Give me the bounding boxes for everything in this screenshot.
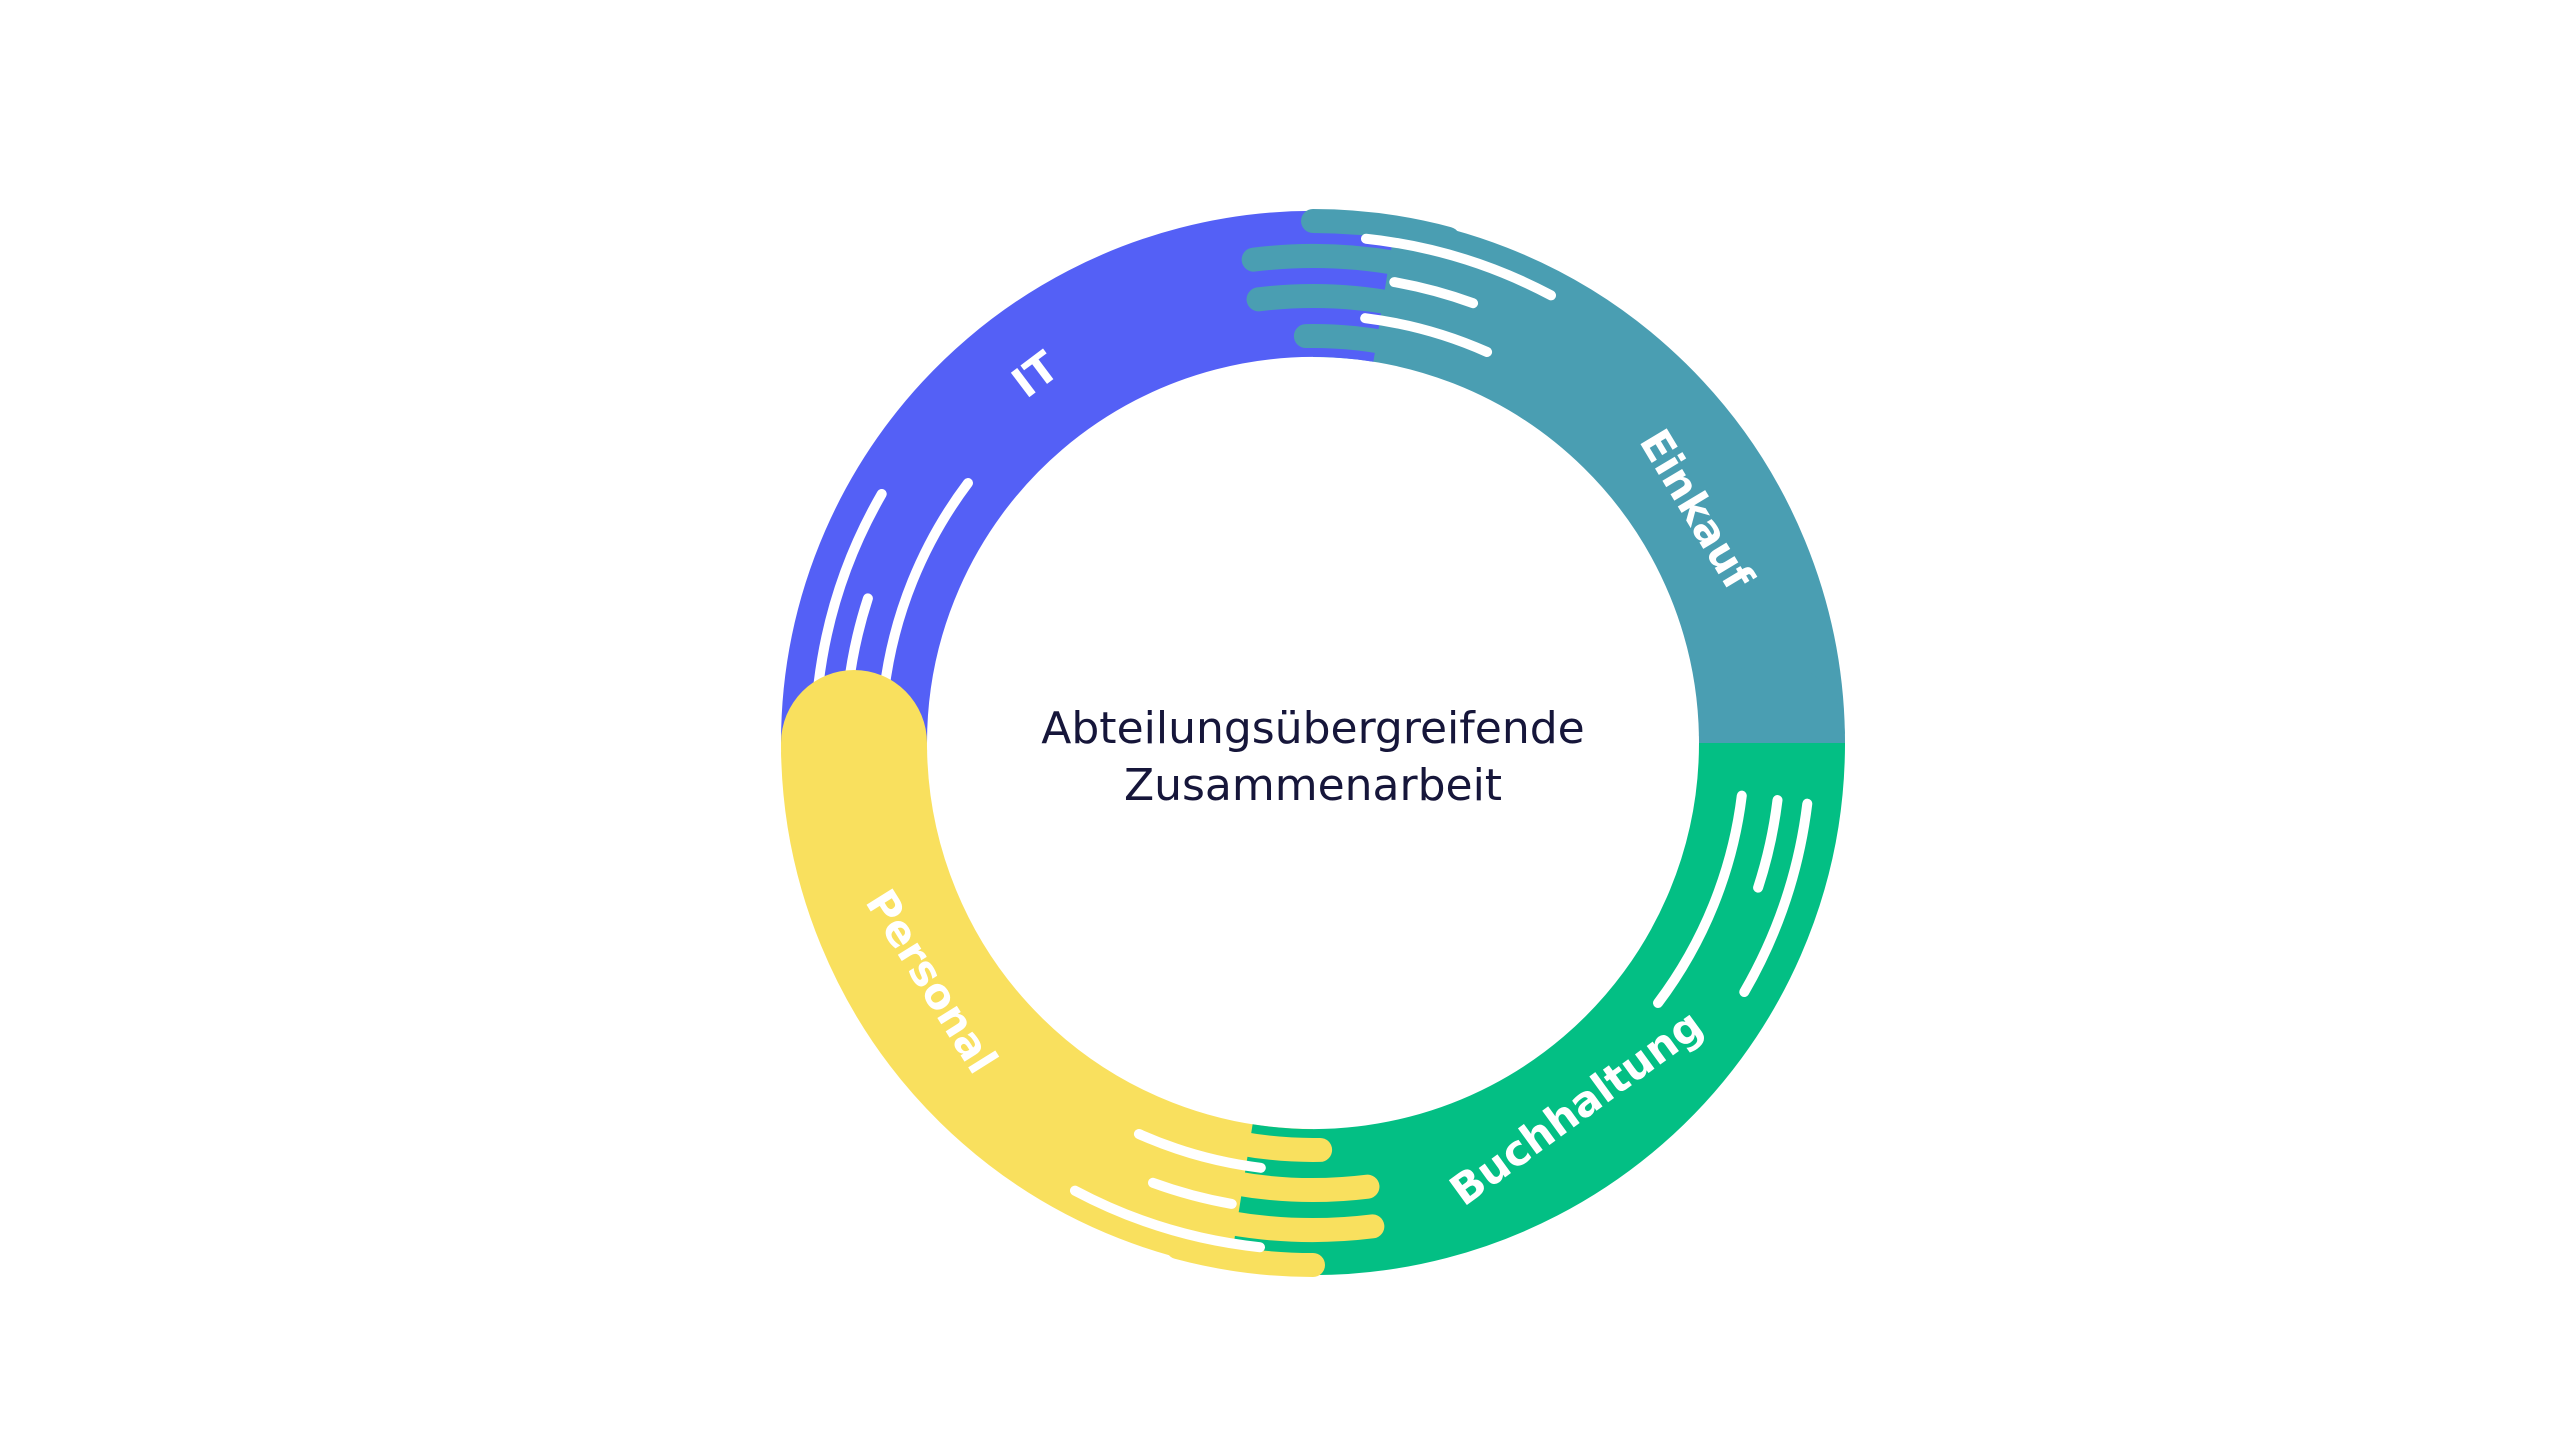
einkauf-stripe [1361,233,1557,301]
personal-stripe [1069,1185,1265,1253]
personal-finger [1174,1201,1385,1242]
center-title-line2: Zusammenarbeit [1124,760,1502,811]
personal-stripe [1133,1128,1266,1173]
center-title-line1: Abteilungsübergreifende [1041,703,1584,754]
einkauf-finger [1246,284,1441,324]
personal-finger [1195,1124,1333,1162]
it-stripe [879,478,973,696]
einkauf-finger [1241,244,1452,285]
buchhaltung-stripe [1653,790,1747,1008]
einkauf-finger [1293,324,1431,362]
personal-stripe [1147,1177,1237,1209]
ring [781,209,1845,1277]
buchhaltung-stripe [1753,795,1783,893]
it-segment [781,211,1397,744]
personal-finger [1185,1162,1380,1202]
buchhaltung-stripe [1739,798,1813,997]
einkauf-stripe [1389,277,1479,309]
einkauf-finger [1301,209,1461,251]
personal-finger [1165,1235,1325,1277]
it-stripe [813,489,887,688]
einkauf-stripe [1360,313,1493,358]
